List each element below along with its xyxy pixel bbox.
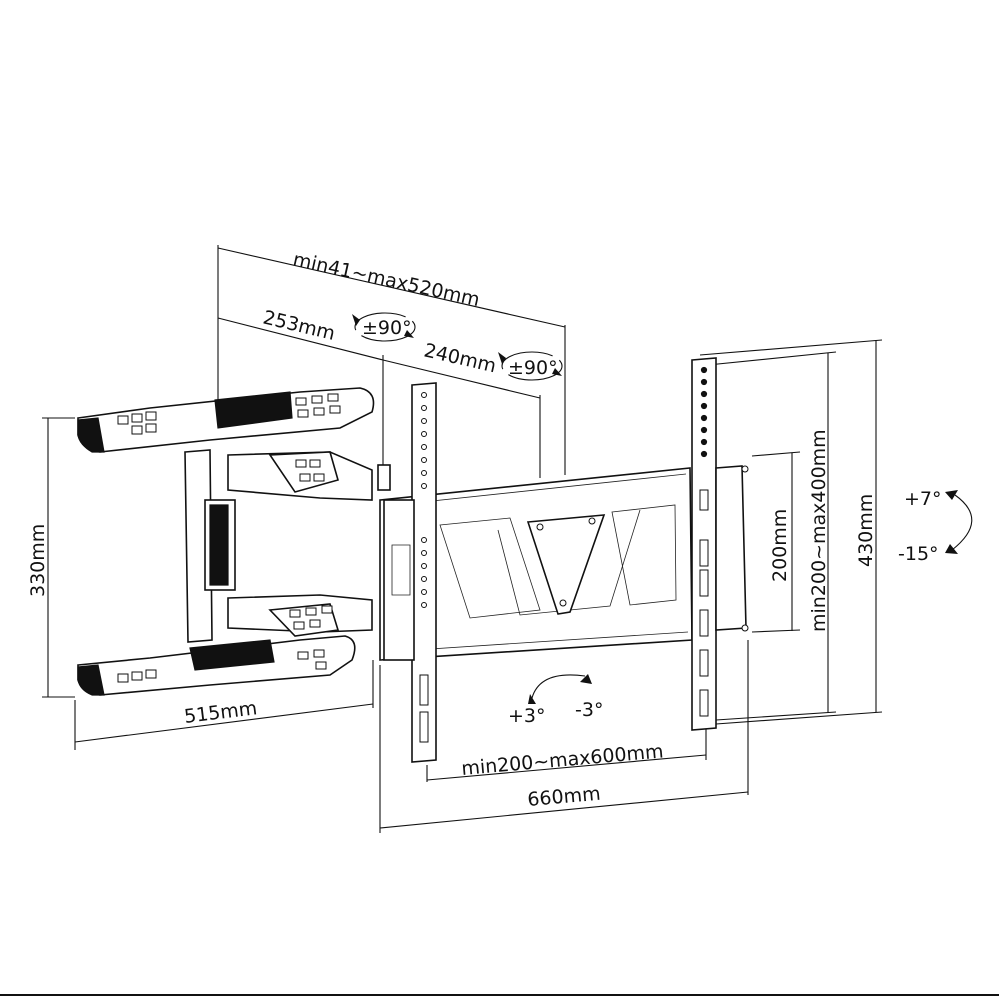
left-rail-holes [419,392,429,743]
wall-plate-assembly [77,387,375,696]
label-vesa-vertical: 200mm [769,509,791,582]
label-arm-extension: min41~max520mm [291,248,482,311]
label-level-minus: -3° [575,699,603,721]
label-swivel-1: ±90° [362,317,412,339]
rotation-indicators [352,312,973,704]
tv-plate-assembly [377,357,749,763]
dimension-lines [42,245,883,833]
right-rail-holes [699,366,709,717]
label-wall-plate-height: 330mm [27,524,49,597]
label-overall-height: 430mm [855,494,877,567]
label-tilt-up: +7° [904,488,942,510]
label-vesa-vertical-range: min200~max400mm [808,429,830,632]
label-wall-plate-depth: 515mm [183,697,258,728]
label-level-plus: +3° [508,705,546,727]
label-arm-length: 253mm [261,306,337,345]
label-vesa-horizontal-range: min200~max600mm [461,740,665,780]
label-swivel-2: ±90° [508,357,558,379]
label-overall-width: 660mm [527,783,602,811]
label-tilt-down: -15° [898,543,939,565]
